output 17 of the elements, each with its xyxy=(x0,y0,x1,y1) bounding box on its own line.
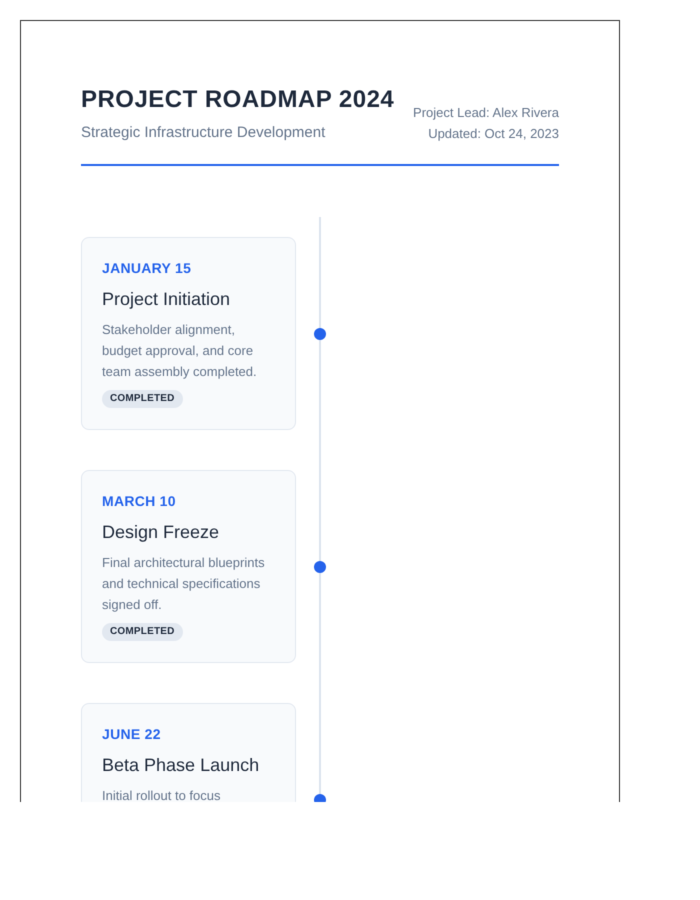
subtitle: Strategic Infrastructure Development xyxy=(81,123,326,143)
milestone-card xyxy=(81,470,296,663)
milestone-description: Stakeholder alignment, budget approval, and core team assembly completed. xyxy=(102,321,258,381)
milestone-title: Beta Phase Launch xyxy=(102,754,260,777)
milestone-title: Project Initiation xyxy=(102,288,232,311)
date-label: JUNE 22 xyxy=(102,725,162,744)
milestone-card xyxy=(81,237,296,430)
meta-text: Project Lead: Alex Rivera xyxy=(413,104,559,122)
milestone-description: Initial rollout to focus xyxy=(102,787,222,802)
milestone-title: Design Freeze xyxy=(102,521,220,544)
milestone-description: Final architectural blueprints and technical specifications signed off. xyxy=(102,554,266,614)
title: PROJECT ROADMAP 2024 xyxy=(81,85,394,115)
date-label: MARCH 10 xyxy=(102,492,177,511)
status-badge: COMPLETED xyxy=(102,623,183,641)
status-badge: COMPLETED xyxy=(102,390,183,408)
date-label: JANUARY 15 xyxy=(102,259,192,278)
meta-text: Updated: Oct 24, 2023 xyxy=(428,125,559,143)
